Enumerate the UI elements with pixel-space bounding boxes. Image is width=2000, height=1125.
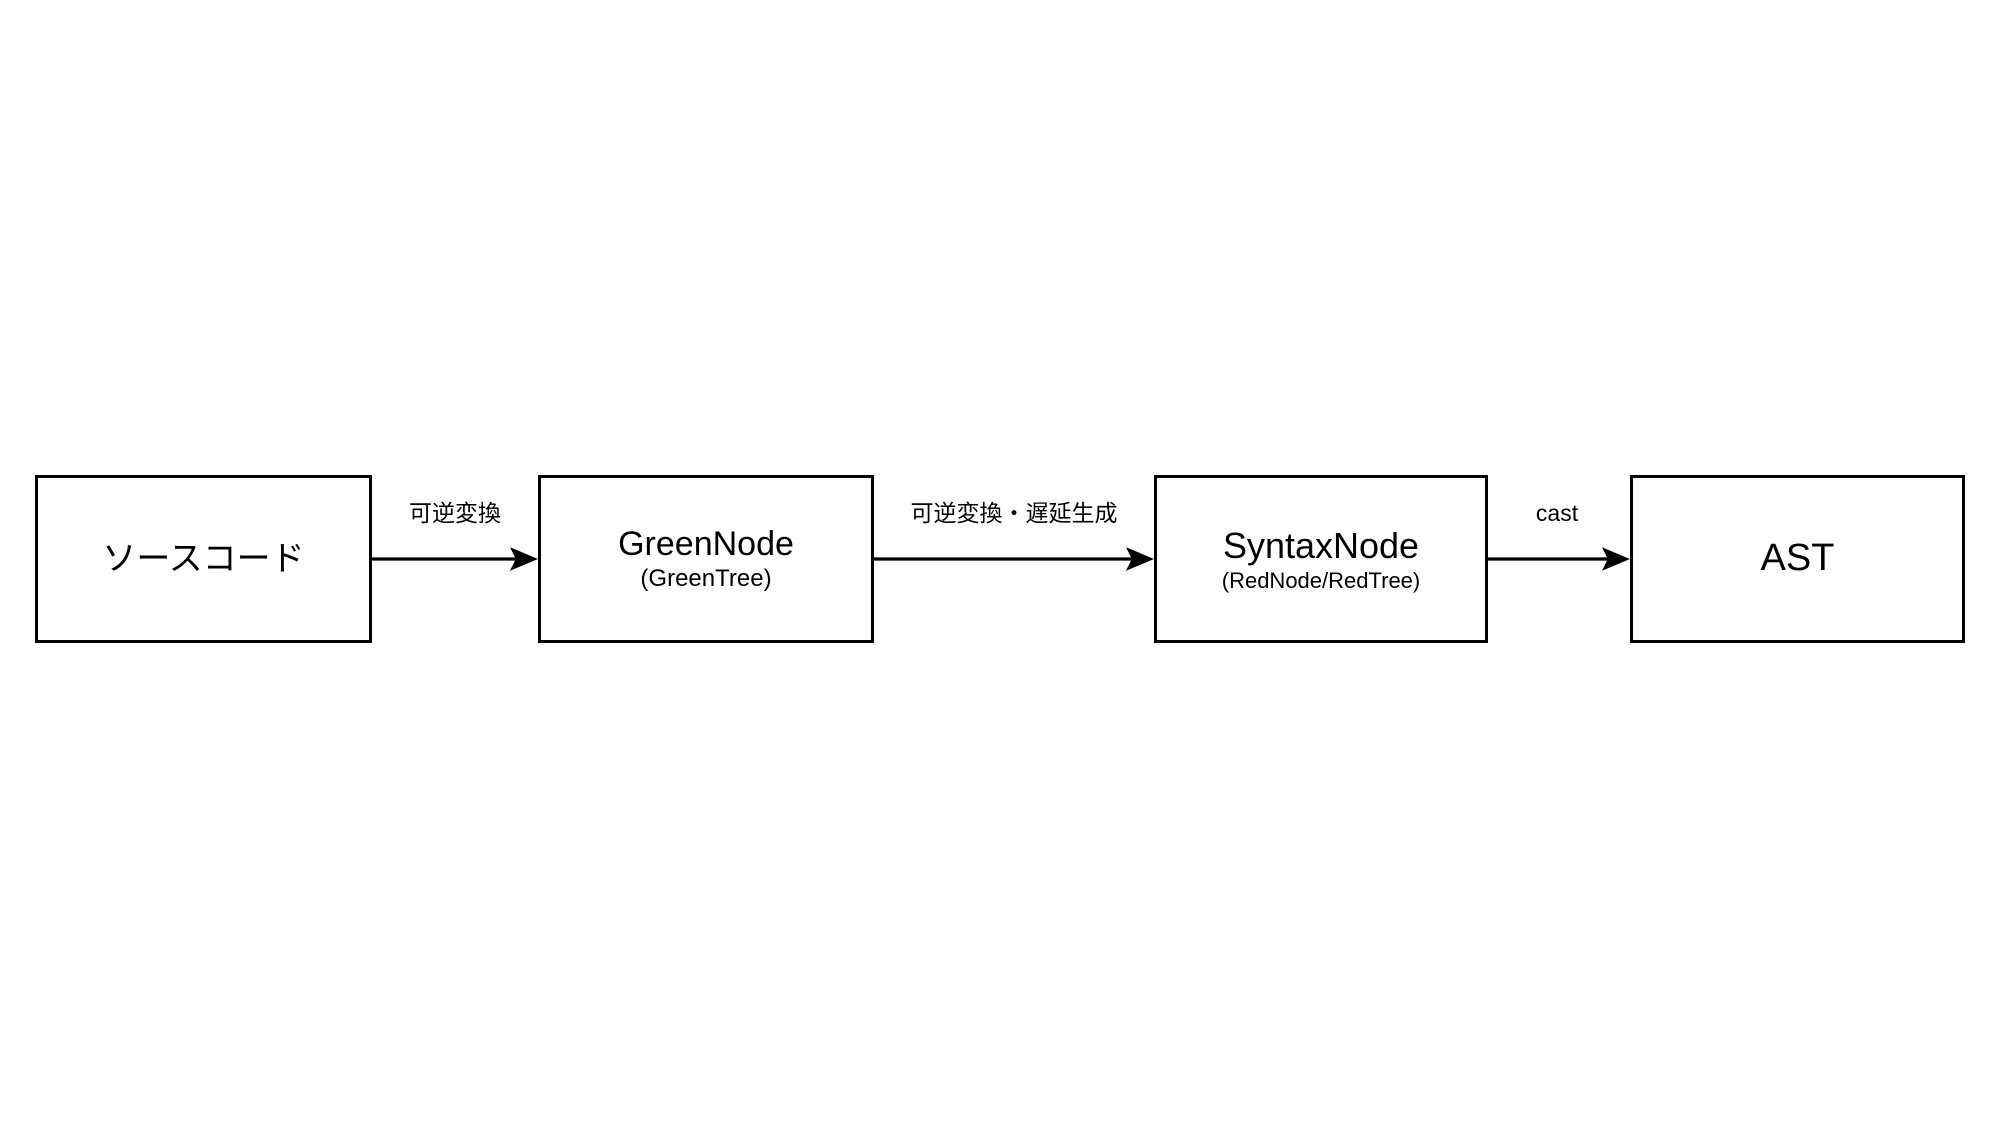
edge-syntaxnode-to-ast [1488, 547, 1630, 571]
node-greennode-title: GreenNode [618, 524, 794, 563]
node-greennode-subtitle: (GreenTree) [640, 565, 772, 593]
arrowhead-icon [1126, 547, 1154, 571]
node-source-code: ソースコード [35, 475, 372, 643]
edge-label-reversible-transform: 可逆変換 [407, 500, 503, 526]
node-source-code-title: ソースコード [102, 539, 305, 578]
edge-label-cast: cast [1533, 500, 1581, 526]
edge-source-to-greennode [372, 547, 538, 571]
arrowhead-icon [510, 547, 538, 571]
node-syntaxnode-subtitle: (RedNode/RedTree) [1221, 567, 1421, 593]
node-ast-title: AST [1760, 537, 1835, 580]
node-syntaxnode-title: SyntaxNode [1222, 524, 1420, 566]
arrowhead-icon [1602, 547, 1630, 571]
edge-greennode-to-syntaxnode [874, 547, 1154, 571]
node-greennode: GreenNode (GreenTree) [538, 475, 874, 643]
node-ast: AST [1630, 475, 1965, 643]
edge-label-reversible-lazy: 可逆変換・遅延生成 [908, 500, 1120, 526]
node-syntaxnode: SyntaxNode (RedNode/RedTree) [1154, 475, 1488, 643]
